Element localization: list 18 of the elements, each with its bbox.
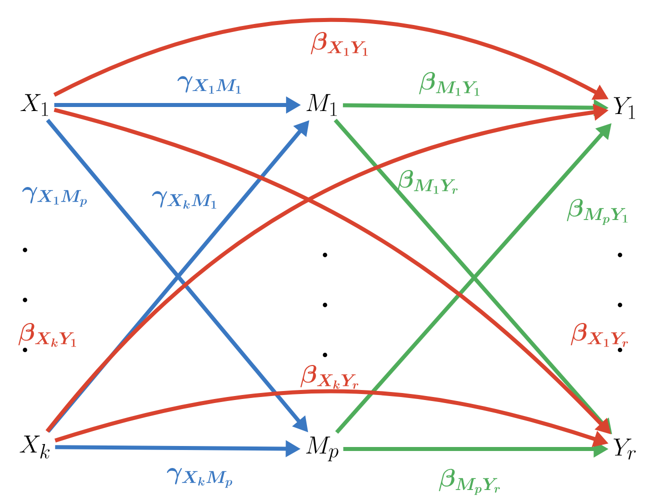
edge-label: $\gamma_{X_kM_p}$ <box>166 468 232 488</box>
variable-label: $M_1$ <box>306 94 337 116</box>
edge-label: $\beta_{M_1Y_r}$ <box>397 170 458 194</box>
edge-label: $\beta_{X_1Y_r}$ <box>570 323 628 347</box>
edge-label: $\beta_{M_pY_1}$ <box>566 198 628 225</box>
edge-label: $\beta_{X_kY_r}$ <box>300 365 358 389</box>
edge-label: $\gamma_{X_1M_p}$ <box>22 186 87 207</box>
edge-label: $\gamma_{X_1M_1}$ <box>178 76 241 94</box>
variable-label: $X_1$ <box>20 94 48 116</box>
edge-label: $\beta_{M_1Y_1}$ <box>419 72 480 96</box>
edge-label: $\beta_{X_kY_1}$ <box>18 323 76 347</box>
variable-label: $Y_r$ <box>614 438 636 460</box>
variable-label: $X_k$ <box>20 436 50 459</box>
edge-label: $\gamma_{X_kM_1}$ <box>152 191 216 209</box>
edge-label: $\beta_{M_pY_r}$ <box>438 468 500 495</box>
edge-label: $\beta_{X_1Y_1}$ <box>310 32 368 56</box>
variable-label: $Y_1$ <box>614 97 635 119</box>
variable-label: $M_p$ <box>306 436 338 462</box>
